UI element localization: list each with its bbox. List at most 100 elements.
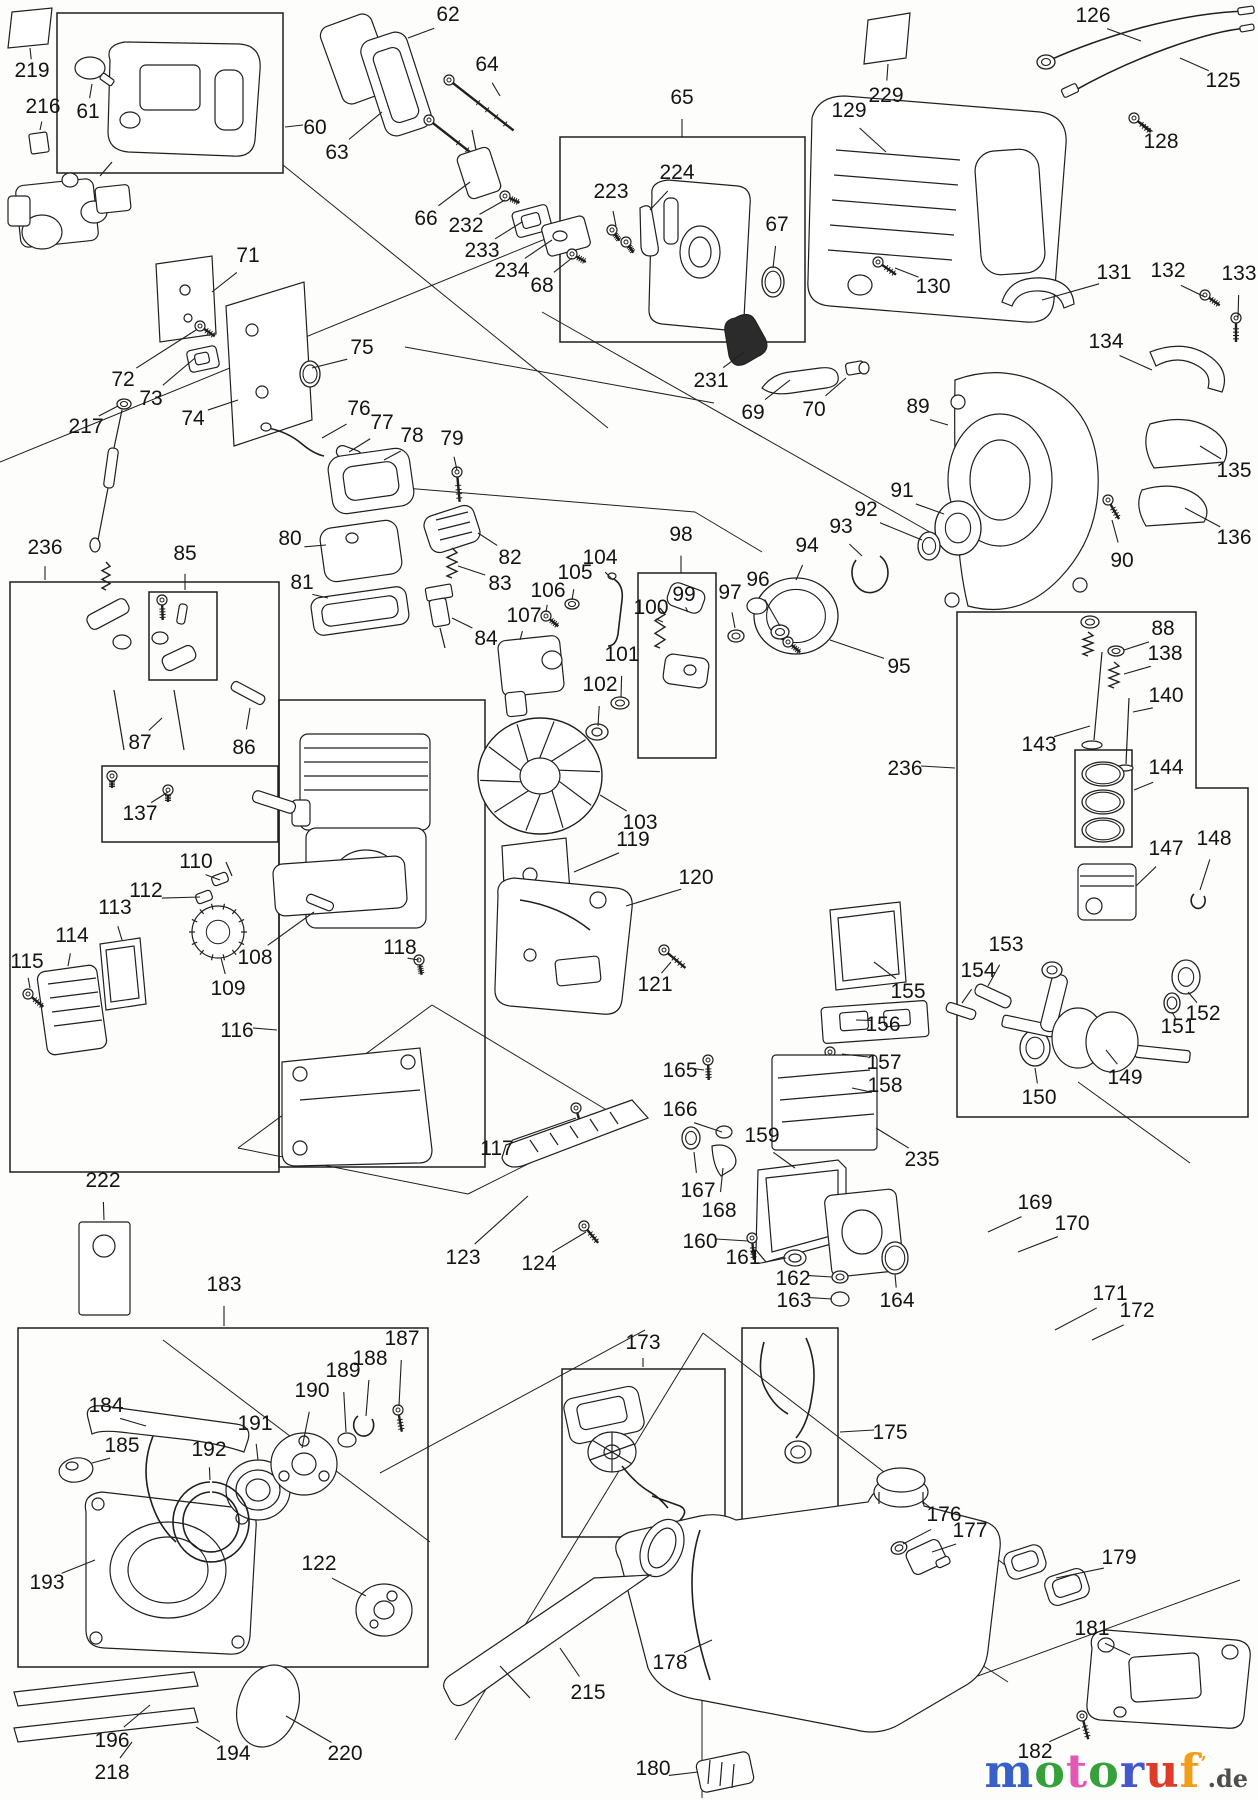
part-label-76: 76	[347, 397, 370, 420]
box-60	[56, 12, 284, 174]
part-label-130: 130	[915, 275, 950, 298]
part-label-75: 75	[350, 336, 373, 359]
box-236-left	[9, 581, 280, 1173]
part-label-68: 68	[530, 274, 553, 297]
part-label-100: 100	[633, 596, 668, 619]
part-label-114: 114	[55, 924, 89, 947]
part-label-117: 117	[480, 1137, 513, 1160]
part-label-122: 122	[301, 1552, 336, 1575]
part-label-93: 93	[829, 515, 852, 538]
group-boxes	[9, 12, 1249, 1668]
part-label-102: 102	[582, 673, 617, 696]
motoruf-watermark-logo[interactable]: motoruf’.de	[985, 1748, 1249, 1794]
part-label-91: 91	[890, 479, 913, 502]
part-label-156: 156	[865, 1013, 900, 1036]
part-label-191: 191	[237, 1412, 272, 1435]
part-label-163: 163	[776, 1289, 811, 1312]
part-label-97: 97	[718, 581, 741, 604]
part-label-71: 71	[236, 244, 259, 267]
part-label-192: 192	[191, 1438, 226, 1461]
part-label-232: 232	[448, 214, 483, 237]
part-label-170: 170	[1054, 1212, 1089, 1235]
part-label-175: 175	[872, 1421, 907, 1444]
part-label-132: 132	[1150, 259, 1185, 282]
part-label-196: 196	[94, 1729, 129, 1752]
part-label-218: 218	[94, 1761, 129, 1784]
logo-tick: ’	[1200, 1753, 1208, 1774]
part-label-183: 183	[206, 1273, 241, 1296]
part-label-184: 184	[88, 1394, 123, 1417]
part-label-162: 162	[775, 1267, 810, 1290]
part-label-103: 103	[622, 811, 657, 834]
box-236-right	[956, 611, 1249, 1118]
part-label-101: 101	[604, 643, 639, 666]
part-label-160: 160	[682, 1230, 717, 1253]
part-label-177: 177	[952, 1519, 987, 1542]
part-label-81: 81	[290, 571, 313, 594]
part-label-99: 99	[672, 583, 695, 606]
part-label-194: 194	[215, 1742, 250, 1765]
part-label-224: 224	[659, 161, 694, 184]
box-175	[741, 1327, 839, 1531]
part-label-138: 138	[1147, 642, 1182, 665]
part-label-78: 78	[400, 424, 423, 447]
box-116	[278, 699, 486, 1168]
part-label-64: 64	[475, 53, 499, 76]
part-label-66: 66	[414, 207, 437, 230]
part-label-79: 79	[440, 427, 463, 450]
part-label-84: 84	[474, 627, 498, 650]
part-label-234: 234	[494, 259, 529, 282]
part-label-220: 220	[327, 1742, 362, 1765]
part-label-113: 113	[98, 896, 131, 919]
box-173	[561, 1368, 726, 1538]
part-label-151: 151	[1160, 1015, 1195, 1038]
part-label-105: 105	[557, 561, 592, 584]
part-label-87: 87	[128, 731, 151, 754]
part-label-168: 168	[701, 1199, 736, 1222]
part-label-125: 125	[1205, 69, 1240, 92]
part-label-96: 96	[746, 568, 769, 591]
part-label-65: 65	[670, 86, 693, 109]
part-label-147: 147	[1148, 837, 1183, 860]
part-label-173: 173	[625, 1331, 660, 1354]
part-label-73: 73	[139, 387, 162, 410]
part-label-123: 123	[445, 1246, 480, 1269]
part-label-120: 120	[678, 866, 713, 889]
part-label-148: 148	[1196, 827, 1231, 850]
part-artwork	[7, 5, 1255, 1793]
part-label-85: 85	[173, 542, 196, 565]
part-label-223: 223	[593, 180, 628, 203]
logo-letter-t: t	[1065, 1744, 1089, 1798]
part-label-129: 129	[831, 99, 866, 122]
part-label-128: 128	[1143, 130, 1178, 153]
part-label-80: 80	[278, 527, 301, 550]
part-label-67: 67	[765, 213, 788, 236]
part-label-74: 74	[181, 407, 205, 430]
logo-letter-f: f	[1179, 1744, 1201, 1798]
part-label-235: 235	[904, 1148, 939, 1171]
part-label-86: 86	[232, 736, 255, 759]
part-label-157: 157	[866, 1051, 901, 1074]
part-label-126: 126	[1075, 4, 1110, 27]
part-label-72: 72	[111, 368, 134, 391]
part-label-116: 116	[220, 1019, 253, 1042]
part-label-193: 193	[29, 1571, 64, 1594]
part-label-61: 61	[76, 100, 99, 123]
part-label-63: 63	[325, 141, 348, 164]
part-label-115: 115	[10, 950, 43, 973]
part-label-124: 124	[521, 1252, 556, 1275]
part-label-92: 92	[854, 498, 877, 521]
part-label-134: 134	[1088, 330, 1123, 353]
part-label-144: 144	[1148, 756, 1183, 779]
part-label-121: 121	[637, 973, 672, 996]
part-label-106: 106	[530, 579, 565, 602]
part-label-108: 108	[237, 946, 272, 969]
box-144	[1074, 749, 1133, 848]
part-label-150: 150	[1021, 1086, 1056, 1109]
part-label-169: 169	[1017, 1191, 1052, 1214]
part-label-98: 98	[669, 523, 692, 546]
part-label-185: 185	[104, 1434, 139, 1457]
